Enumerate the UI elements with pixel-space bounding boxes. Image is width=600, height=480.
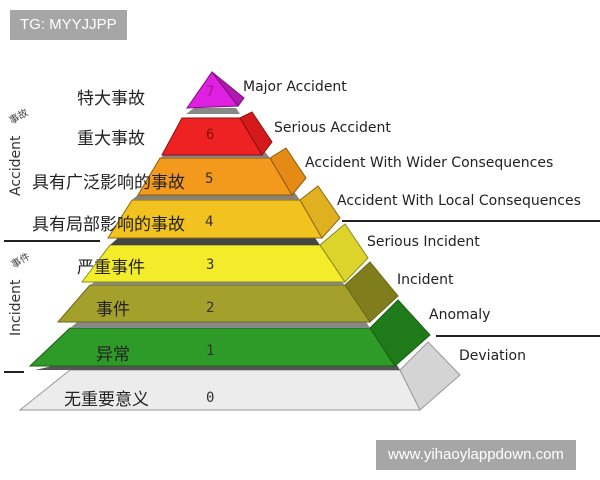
accident-incident-divider	[4, 240, 100, 242]
level-2-en: Incident	[397, 272, 454, 288]
level-6-top	[186, 108, 240, 114]
level-6-side	[239, 111, 273, 156]
level-2-number: 2	[206, 300, 215, 316]
level-5-cn: 具有广泛影响的事故	[32, 173, 185, 193]
level-0-cn: 无重要意义	[64, 390, 149, 410]
level-1-side	[369, 299, 431, 367]
level-6-en: Serious Accident	[274, 120, 391, 136]
level-7-number: 7	[206, 84, 215, 100]
incident-en-label: Incident	[8, 279, 24, 336]
watermark-bottom: www.yihaoylappdown.com	[376, 440, 576, 470]
level-5-number: 5	[205, 171, 214, 187]
accident-en-label: Accident	[8, 135, 24, 196]
level-7-cn: 特大事故	[77, 89, 145, 109]
level-7-side	[211, 71, 245, 107]
level-3-en: Serious Incident	[367, 234, 480, 250]
level-4-number: 4	[205, 214, 214, 230]
level-6-number: 6	[206, 127, 215, 143]
level-2-side	[344, 261, 399, 323]
level-5-side	[269, 147, 307, 196]
level-4-cn: 具有局部影响的事故	[32, 215, 185, 235]
incident-deviation-divider-right	[436, 335, 600, 337]
level-0-side	[399, 341, 461, 411]
level-0-en: Deviation	[459, 348, 526, 364]
level-1-number: 1	[206, 343, 215, 359]
level-5-en: Accident With Wider Consequences	[305, 155, 554, 171]
level-3-cn: 严重事件	[77, 258, 145, 278]
level-3-top	[110, 238, 320, 245]
level-3-number: 3	[206, 257, 215, 273]
watermark-top: TG: MYYJJPP	[10, 10, 127, 40]
level-1-cn: 异常	[96, 345, 130, 365]
level-6-cn: 重大事故	[77, 129, 145, 149]
incident-bottom-divider	[4, 371, 24, 373]
level-1-en: Anomaly	[429, 307, 491, 323]
level-0-number: 0	[206, 390, 215, 406]
level-4-side	[299, 185, 341, 239]
level-7-en: Major Accident	[243, 79, 347, 95]
level-3-side	[319, 223, 369, 283]
level-4-en: Accident With Local Consequences	[337, 193, 581, 209]
accident-incident-divider-right	[342, 220, 600, 222]
level-2-cn: 事件	[96, 300, 130, 320]
